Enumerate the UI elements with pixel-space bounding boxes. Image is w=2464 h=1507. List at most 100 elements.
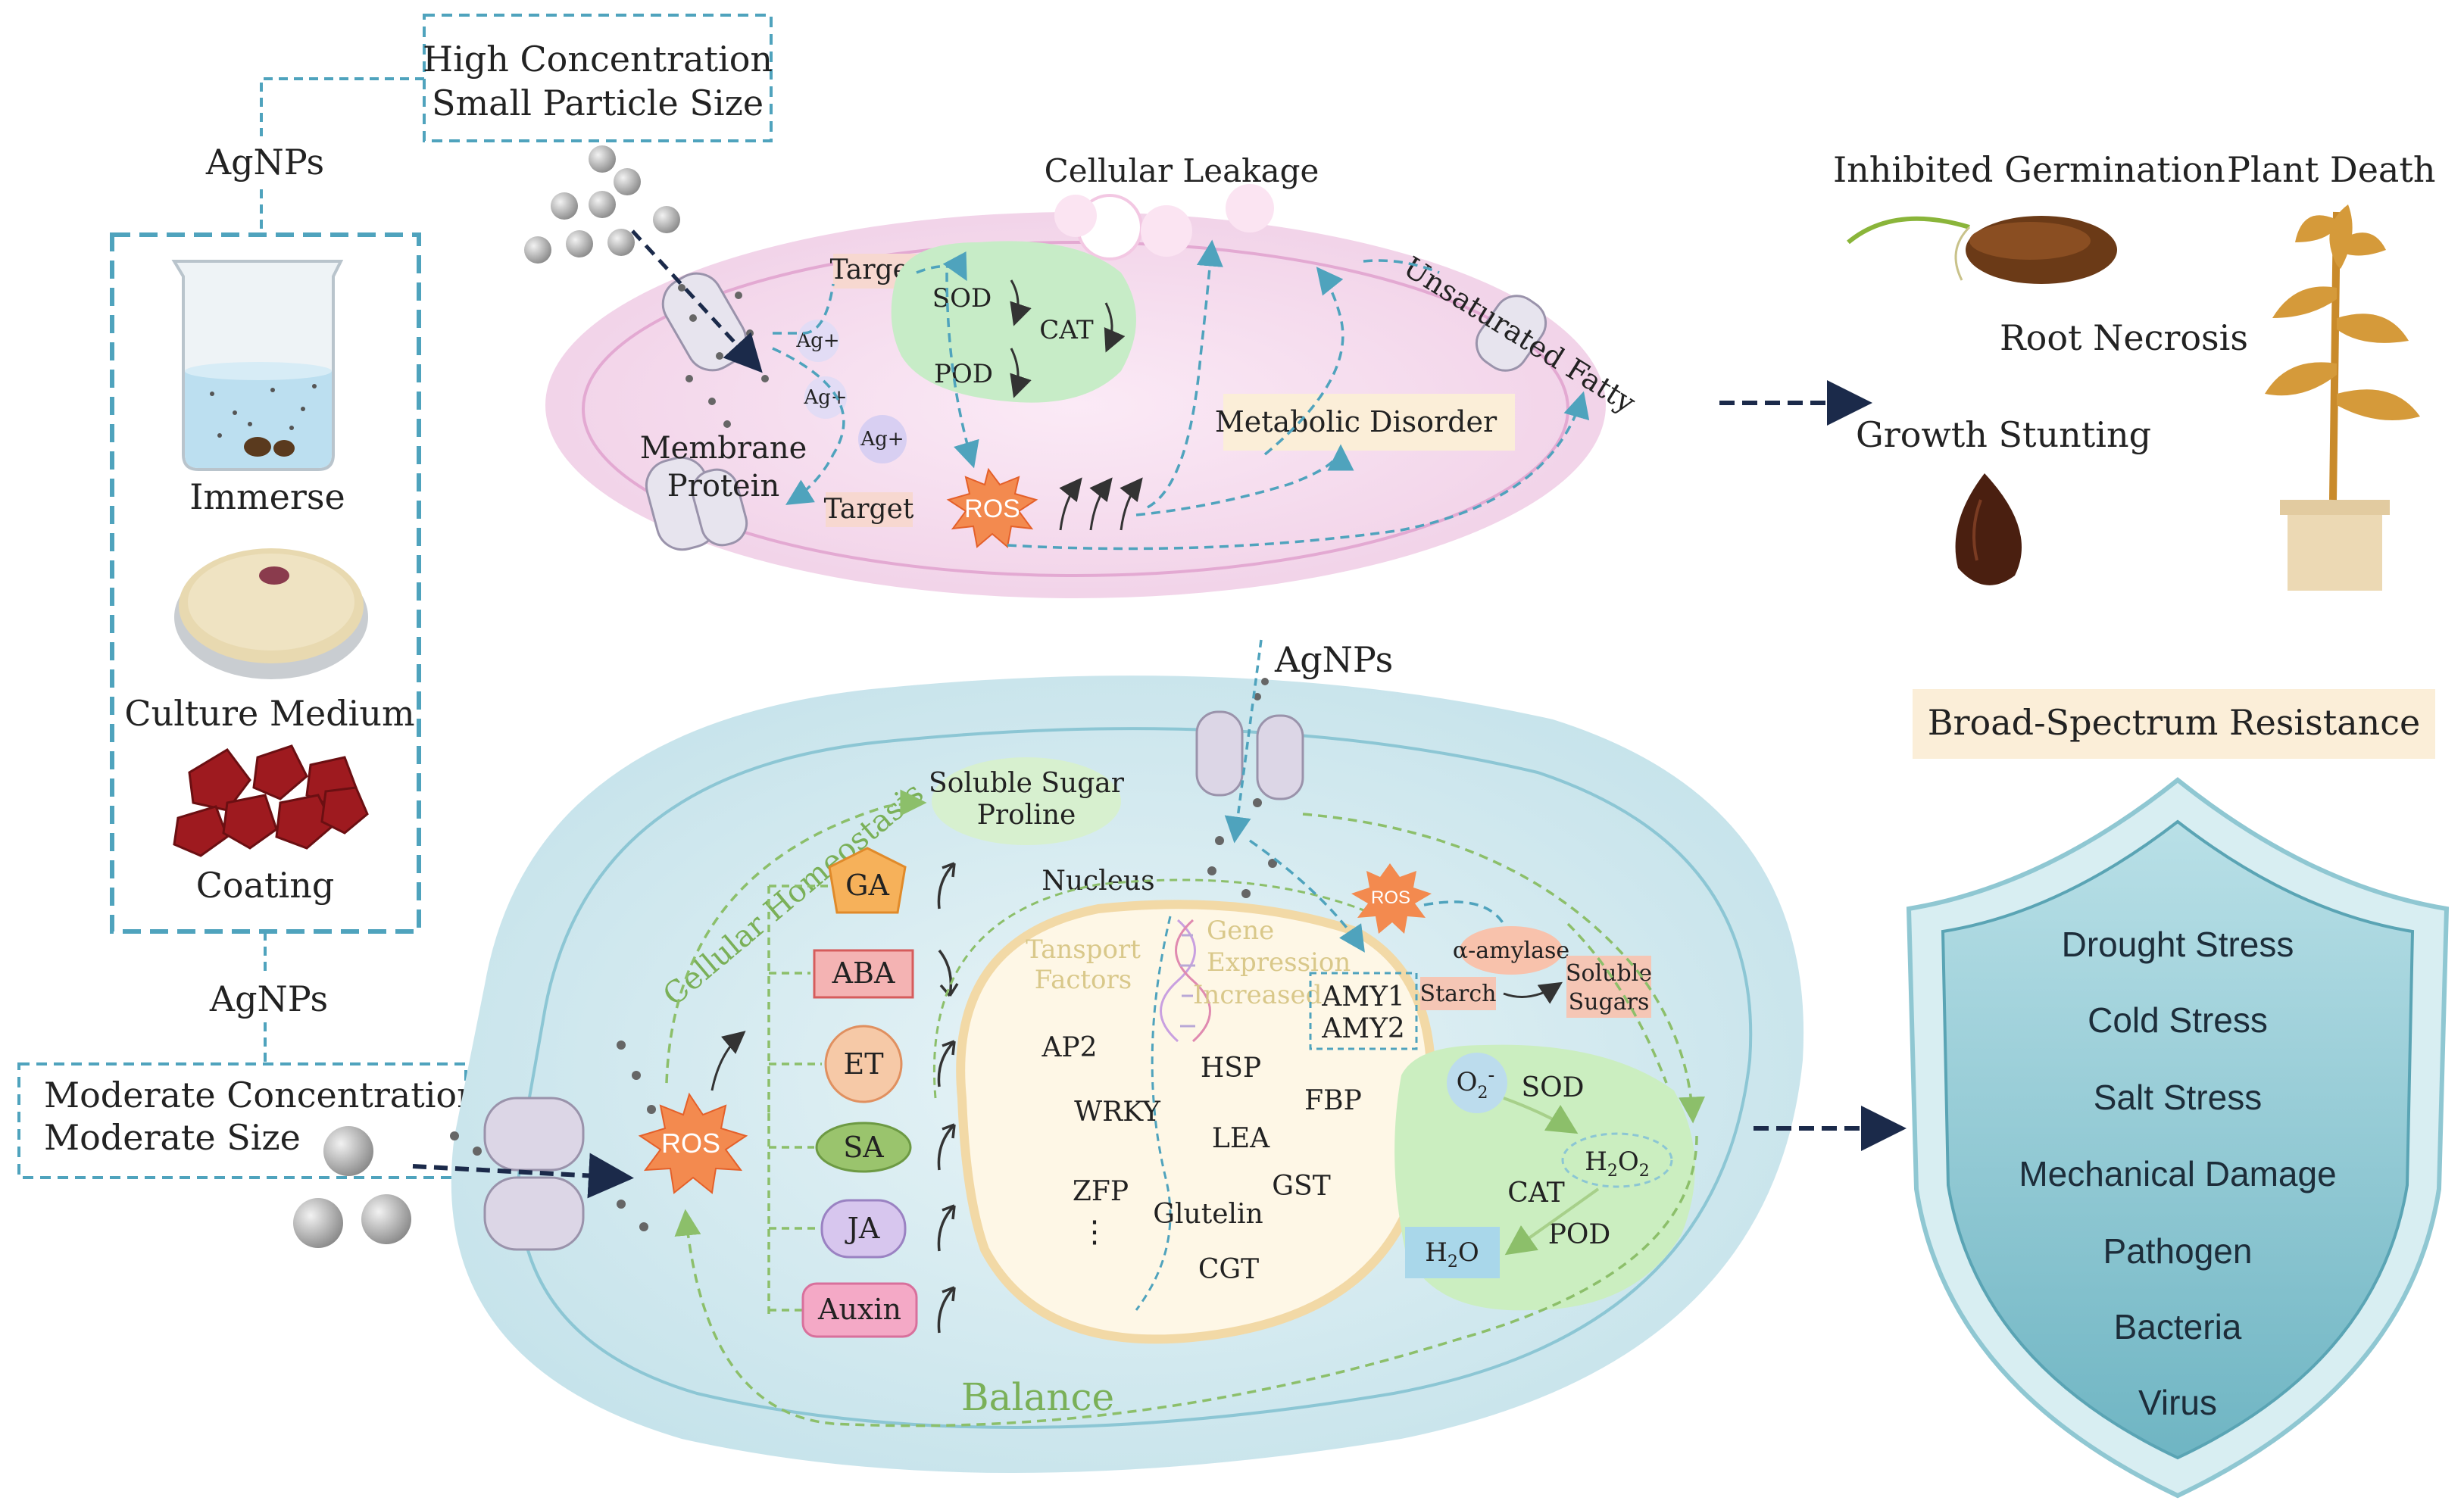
nanoparticles-high (524, 145, 769, 428)
gene-wrky: WRKY (1074, 1097, 1161, 1128)
resistance-title-box (1913, 689, 2435, 759)
soluble-sugars-box (1566, 956, 1651, 1018)
enzyme-sod-top: SOD (932, 283, 992, 314)
hormone-et: ET (824, 1025, 903, 1103)
root-necrosis-label: Root Necrosis (2000, 317, 2248, 358)
target-box-bottom (826, 492, 913, 527)
svg-text:JA: JA (845, 1212, 880, 1245)
gene-hsp: HSP (1201, 1053, 1261, 1084)
coated-seeds-icon (173, 744, 369, 857)
gene-gst: GST (1272, 1171, 1330, 1202)
agnps-label-top: AgNPs (205, 142, 324, 183)
gene-fbp: FBP (1304, 1085, 1362, 1116)
amy-box (1309, 972, 1418, 1050)
svg-text:Auxin: Auxin (817, 1293, 901, 1326)
ros-label-small: ROS (1371, 888, 1410, 908)
agnps-label-cell: AgNPs (1274, 639, 1393, 680)
method-coating: Coating (196, 865, 335, 906)
h2o-label: H2O (1425, 1237, 1479, 1271)
toxic-cell: Cellular Leakage Membrane Protein (524, 145, 1641, 598)
hormone-ja: JA (820, 1199, 907, 1259)
svg-text:Ag+: Ag+ (860, 428, 904, 451)
svg-text:ET: ET (843, 1047, 883, 1081)
hormone-trend-arrow (937, 1040, 956, 1087)
transport-factors-line1: Tansport (1026, 934, 1141, 965)
high-condition-box (423, 14, 773, 142)
enzyme-cat-top: CAT (1039, 315, 1094, 345)
cat-bottom: CAT (1507, 1178, 1565, 1209)
dark-seed-icon (1955, 473, 2022, 585)
gene-ap2: AP2 (1041, 1032, 1097, 1063)
alpha-amylase-label: α-amylase (1453, 938, 1569, 964)
agnps-label-bottom: AgNPs (209, 978, 328, 1019)
plant-death-label: Plant Death (2227, 149, 2435, 190)
high-condition-line1: High Concentration (423, 39, 773, 80)
silver-ions: Ag+ Ag+ Ag+ (795, 320, 907, 463)
high-condition-line2: Small Particle Size (432, 83, 764, 123)
soluble-sugar-line2: Proline (977, 800, 1076, 831)
dna-helix-icon (1160, 919, 1211, 1043)
resistance-salt: Salt Stress (2094, 1078, 2262, 1117)
high-connector (260, 77, 424, 136)
input-panel: High Concentration Small Particle Size A… (17, 14, 773, 1179)
ros-starburst-small (1351, 863, 1432, 934)
resistance-title: Broad-Spectrum Resistance (1928, 702, 2421, 743)
metabolic-disorder-box (1223, 394, 1515, 451)
gene-cgt: CGT (1198, 1254, 1259, 1285)
hormone-trend-arrows (937, 862, 959, 1334)
gene-zfp: ZFP (1073, 1176, 1129, 1207)
petri-dish-icon (174, 548, 368, 679)
ros-starburst-top (946, 467, 1038, 548)
membrane-protein-line1: Membrane (640, 431, 807, 466)
hormone-aba: ABA (813, 949, 914, 999)
method-immerse: Immerse (189, 476, 345, 517)
membrane-channel-bottom (483, 710, 1304, 1251)
inhibited-germination-label: Inhibited Germination (1833, 149, 2225, 190)
ros-starburst-bottom (638, 1092, 748, 1194)
svg-text:Ag+: Ag+ (803, 386, 847, 409)
alpha-amylase-ellipse (1460, 926, 1563, 975)
resistance-panel: Broad-Spectrum Resistance Drought Stress… (1906, 689, 2450, 1499)
beaker-icon (171, 260, 344, 471)
hormone-trend-arrow (937, 862, 956, 910)
sod-bottom: SOD (1521, 1072, 1584, 1103)
resistance-mechanical: Mechanical Damage (2019, 1154, 2336, 1193)
svg-text:SA: SA (843, 1131, 884, 1164)
hormone-ga: GA (828, 847, 907, 914)
amy1-label: AMY1 (1321, 981, 1405, 1012)
hormone-auxin: Auxin (801, 1282, 918, 1338)
ros-increase-arrows (1059, 477, 1143, 531)
target-label-bottom: Target (824, 494, 914, 525)
dead-plant-icon (2265, 204, 2420, 591)
transport-factors-line2: Factors (1035, 965, 1132, 995)
membrane-channel-top (645, 272, 748, 551)
svg-text:Ag+: Ag+ (795, 329, 839, 352)
cellular-leakage-label: Cellular Leakage (1045, 152, 1319, 189)
nanoparticles-moderate (293, 678, 1277, 1248)
ros-label-bottom: ROS (661, 1128, 720, 1159)
soluble-sugars-line2: Sugars (1569, 989, 1650, 1016)
starch-box (1420, 977, 1496, 1010)
resistance-pathogen: Pathogen (2103, 1231, 2253, 1271)
hormone-trend-arrow (937, 1123, 956, 1171)
resistance-bacteria: Bacteria (2114, 1307, 2242, 1346)
starch-label: Starch (1420, 981, 1497, 1007)
balance-label: Balance (961, 1375, 1114, 1419)
gene-glutelin: Glutelin (1153, 1199, 1263, 1230)
gene-expression-line3: Increased (1193, 980, 1322, 1010)
o2-radical: O2- (1457, 1064, 1495, 1103)
gene-expression-line2: Expression (1207, 947, 1351, 978)
moderate-condition-line2: Moderate Size (44, 1117, 301, 1158)
hormone-trend-arrow (938, 949, 959, 997)
gene-lea: LEA (1212, 1123, 1270, 1154)
hormone-trend-arrow (937, 1204, 956, 1252)
moderate-condition-box (17, 1062, 467, 1179)
ros-label-top: ROS (964, 495, 1020, 523)
resistance-virus: Virus (2138, 1383, 2217, 1422)
gene-ellipsis: ⋮ (1079, 1215, 1110, 1250)
growth-stunting-label: Growth Stunting (1856, 414, 2151, 455)
pod-bottom: POD (1548, 1219, 1611, 1250)
soluble-sugar-line1: Soluble Sugar (929, 768, 1125, 799)
toxic-outcomes: Inhibited Germination Plant Death Root N… (1833, 149, 2435, 591)
